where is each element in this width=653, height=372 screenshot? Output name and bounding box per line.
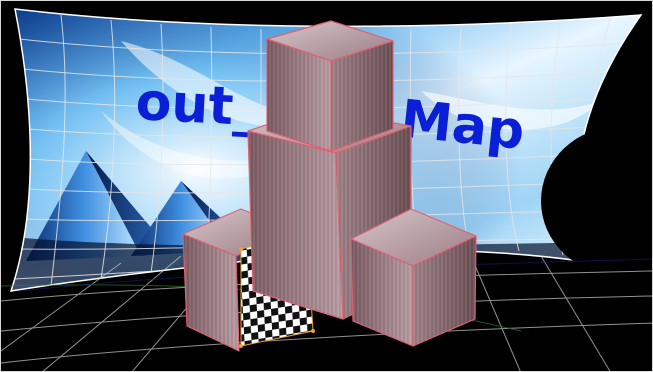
cube-right[interactable] — [350, 208, 477, 347]
cube-top[interactable] — [266, 20, 394, 152]
map-label-right: Map — [398, 89, 528, 162]
cube-left[interactable] — [182, 208, 292, 352]
map-label-left: out_ — [134, 72, 261, 138]
map-label: out_ Map — [134, 72, 527, 162]
cube-stack-icon[interactable] — [182, 20, 477, 352]
